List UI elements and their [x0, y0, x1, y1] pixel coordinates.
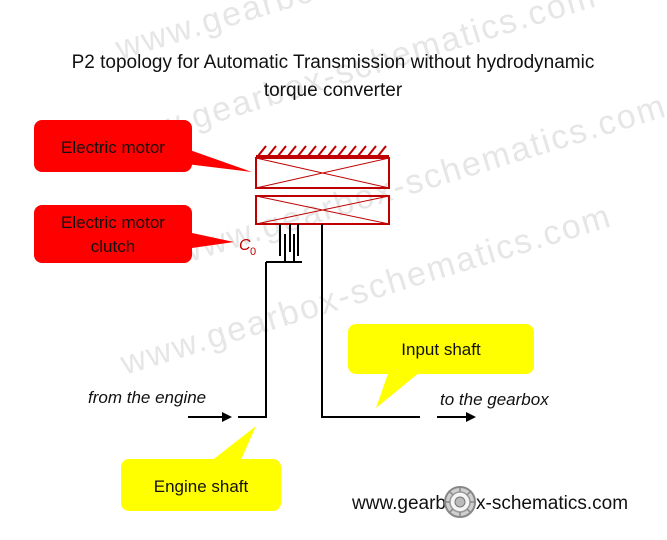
label-to-gearbox: to the gearbox [440, 390, 549, 409]
clutch-c0: C 0 [239, 224, 302, 263]
callout-engine-shaft-text: Engine shaft [154, 477, 249, 496]
callout-motor-clutch-line2: clutch [91, 237, 135, 256]
clutch-symbol-label: C [239, 237, 251, 254]
callout-input-shaft-text: Input shaft [401, 340, 481, 359]
gear-logo-icon [444, 486, 476, 518]
housing-ground [256, 145, 389, 157]
title-line-2: torque converter [264, 80, 403, 101]
clutch-symbol-subscript: 0 [250, 246, 256, 258]
website-text-right: x-schematics.com [476, 493, 628, 514]
input-shaft [321, 224, 420, 418]
engine-shaft [238, 262, 267, 418]
callout-input-shaft: Input shaft [348, 324, 534, 408]
arrow-from-engine [188, 412, 232, 422]
callout-electric-motor: Electric motor [34, 120, 252, 172]
label-from-engine: from the engine [88, 388, 206, 407]
website-text-left: www.gearb [351, 493, 446, 514]
website-footer: www.gearb x-schematics.com [351, 486, 628, 518]
motor-stator [255, 157, 390, 189]
title-line-1: P2 topology for Automatic Transmission w… [72, 52, 595, 73]
callout-motor-clutch-line1: Electric motor [61, 213, 165, 232]
callout-electric-motor-text: Electric motor [61, 138, 165, 157]
callout-engine-shaft: Engine shaft [121, 426, 281, 511]
callout-motor-clutch: Electric motor clutch [34, 205, 234, 263]
motor-rotor [255, 195, 390, 225]
arrow-to-gearbox [437, 412, 476, 422]
